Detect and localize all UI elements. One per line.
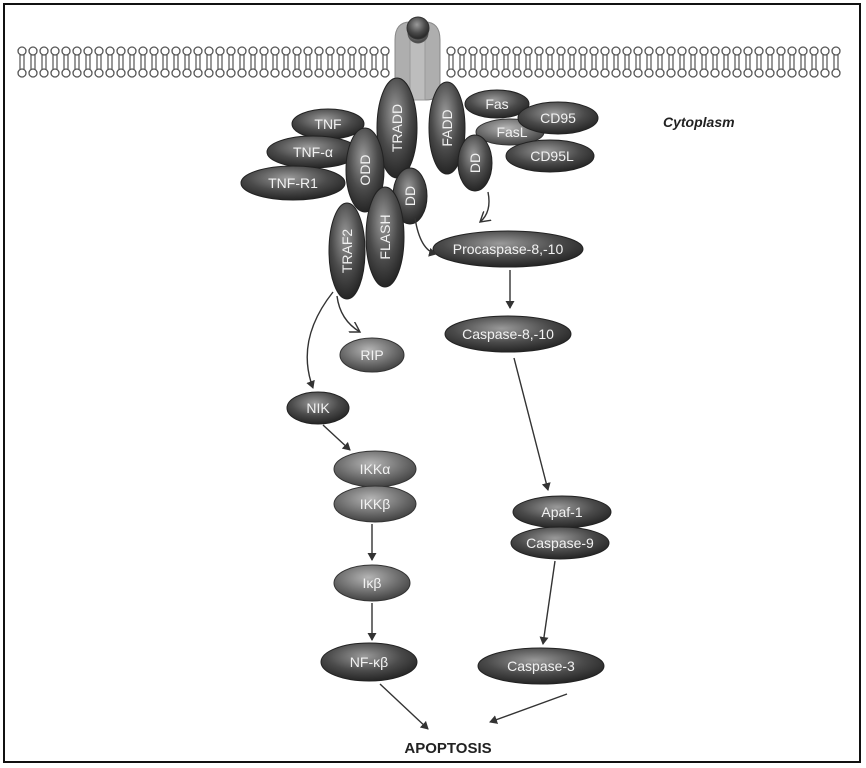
node-tnf-alpha: TNF-α <box>267 136 359 168</box>
arrow-caspase9-to-caspase3 <box>543 561 555 644</box>
node-traf2: TRAF2 <box>329 203 365 299</box>
arrow-caspase8-to-apaf1 <box>514 358 548 490</box>
arrow-dd-to-procaspase <box>480 192 489 222</box>
svg-text:RIP: RIP <box>360 347 383 363</box>
arrow-caspase3-to-apoptosis <box>490 694 567 722</box>
node-nik: NIK <box>287 392 349 424</box>
svg-text:ODD: ODD <box>357 154 373 185</box>
node-cd95: CD95 <box>518 102 598 134</box>
svg-text:TNF: TNF <box>314 116 341 132</box>
arrow-nik-to-ikk <box>323 425 350 450</box>
svg-text:TRAF2: TRAF2 <box>339 229 355 274</box>
svg-text:Apaf-1: Apaf-1 <box>541 504 582 520</box>
arrow-traf2-to-nik <box>307 292 333 388</box>
svg-text:NIK: NIK <box>306 400 330 416</box>
svg-text:TRADD: TRADD <box>389 104 405 152</box>
svg-text:NF-κβ: NF-κβ <box>350 654 388 670</box>
arrow-traf2-to-rip <box>337 296 360 332</box>
node-caspase-9: Caspase-9 <box>511 527 609 559</box>
svg-text:CD95: CD95 <box>540 110 576 126</box>
svg-text:FLASH: FLASH <box>377 214 393 259</box>
node-flash: FLASH <box>366 187 404 287</box>
node-cd95l: CD95L <box>506 140 594 172</box>
svg-text:Caspase-9: Caspase-9 <box>526 535 594 551</box>
cytoplasm-label: Cytoplasm <box>663 114 735 130</box>
svg-text:Fas: Fas <box>485 96 508 112</box>
node-ikk-alpha: IKKα <box>334 451 416 487</box>
svg-text:IKKα: IKKα <box>360 461 391 477</box>
node-ikk-beta: IKKβ <box>334 486 416 522</box>
node-tnf: TNF <box>292 109 364 139</box>
node-ikb: Iκβ <box>334 565 410 601</box>
node-apaf1: Apaf-1 <box>513 496 611 528</box>
svg-text:DD: DD <box>467 153 483 173</box>
svg-text:CD95L: CD95L <box>530 148 574 164</box>
node-tnf-r1: TNF-R1 <box>241 166 345 200</box>
svg-text:Caspase-3: Caspase-3 <box>507 658 575 674</box>
node-procaspase: Procaspase-8,-10 <box>433 231 583 267</box>
node-dd-right: DD <box>458 135 492 191</box>
svg-text:FADD: FADD <box>439 109 455 146</box>
node-nfkb: NF-κβ <box>321 643 417 681</box>
apoptosis-label: APOPTOSIS <box>404 740 491 757</box>
svg-text:TNF-α: TNF-α <box>293 144 333 160</box>
svg-text:TNF-R1: TNF-R1 <box>268 175 318 191</box>
svg-text:Caspase-8,-10: Caspase-8,-10 <box>462 326 554 342</box>
node-rip: RIP <box>340 338 404 372</box>
node-caspase-3: Caspase-3 <box>478 648 604 684</box>
node-caspase-8-10: Caspase-8,-10 <box>445 316 571 352</box>
svg-text:IKKβ: IKKβ <box>360 496 391 512</box>
svg-text:Iκβ: Iκβ <box>363 575 382 591</box>
arrow-nfkb-to-apoptosis <box>380 684 428 729</box>
svg-text:Procaspase-8,-10: Procaspase-8,-10 <box>453 241 564 257</box>
svg-text:DD: DD <box>402 186 418 206</box>
